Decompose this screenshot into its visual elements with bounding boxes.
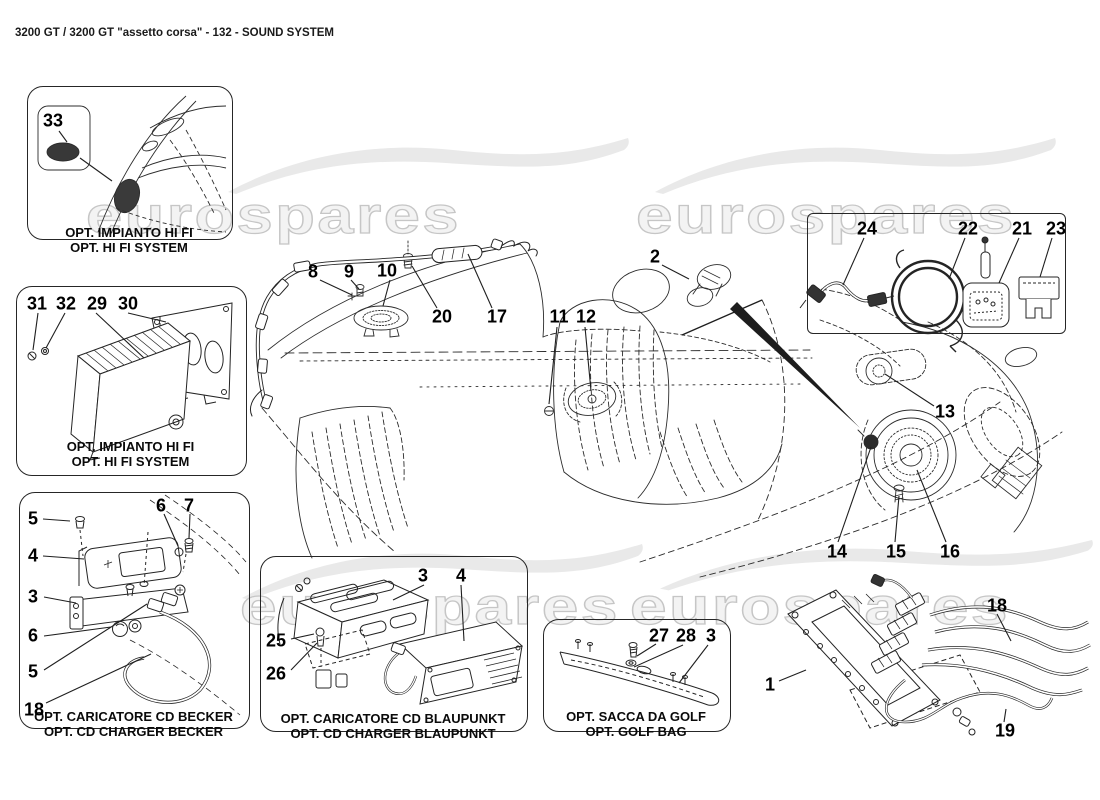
part-callout-19: 19 [994, 720, 1016, 741]
part-callout-7: 7 [183, 495, 195, 516]
part-callout-8: 8 [307, 261, 319, 282]
golf-bag-sketch [559, 639, 720, 706]
leader-lines [32, 130, 1053, 723]
part-callout-12: 12 [575, 306, 597, 327]
panel-caption: OPT. CARICATORE CD BLAUPUNKT OPT. CD CHA… [260, 711, 526, 742]
part-callout-30: 30 [117, 293, 139, 314]
caption-line-italian: OPT. CARICATORE CD BLAUPUNKT [280, 711, 506, 726]
part-callout-15: 15 [885, 541, 907, 562]
caption-line-english: OPT. HI FI SYSTEM [71, 453, 190, 469]
part-callout-28: 28 [675, 625, 697, 646]
part-callout-18: 18 [986, 595, 1008, 616]
part-callout-10: 10 [376, 260, 398, 281]
caption-line-english: OPT. GOLF BAG [585, 723, 687, 739]
caption-line-english: OPT. CD CHARGER BLAUPUNKT [290, 725, 496, 741]
caption-line-italian: OPT. IMPIANTO HI FI [65, 225, 193, 240]
panel-caption: OPT. IMPIANTO HI FI OPT. HI FI SYSTEM [16, 439, 245, 470]
part-callout-5: 5 [27, 508, 39, 529]
part-callout-3: 3 [417, 565, 429, 586]
part-callout-11: 11 [549, 306, 569, 327]
panel-caption: OPT. CARICATORE CD BECKER OPT. CD CHARGE… [19, 709, 248, 740]
cd-changer-becker-sketch [69, 494, 247, 716]
part-callout-23: 23 [1045, 218, 1067, 239]
part-callout-6: 6 [155, 495, 167, 516]
panel-caption: OPT. SACCA DA GOLF OPT. GOLF BAG [543, 709, 729, 740]
part-callout-22: 22 [957, 218, 979, 239]
eurospares-watermark: eurospares [86, 187, 461, 245]
panel-cd-becker [19, 492, 250, 729]
radio-unit-sketch [787, 573, 1091, 736]
part-callout-29: 29 [86, 293, 108, 314]
caption-line-english: OPT. HI FI SYSTEM [70, 239, 188, 255]
caption-line-english: OPT. CD CHARGER BECKER [43, 723, 224, 739]
part-callout-13: 13 [934, 401, 956, 422]
caption-line-italian: OPT. CARICATORE CD BECKER [34, 709, 233, 724]
part-callout-25: 25 [265, 630, 287, 651]
part-callout-16: 16 [939, 541, 961, 562]
part-callout-6: 6 [27, 625, 39, 646]
part-callout-4: 4 [27, 545, 39, 566]
panel-golf-bag [543, 619, 731, 732]
page-title: 3200 GT / 3200 GT "assetto corsa" - 132 … [15, 27, 334, 39]
part-callout-26: 26 [265, 663, 287, 684]
part-callout-9: 9 [343, 261, 355, 282]
part-callout-27: 27 [648, 625, 670, 646]
part-callout-2: 2 [649, 246, 661, 267]
part-callout-18: 18 [23, 699, 45, 720]
part-callout-33: 33 [42, 110, 64, 131]
part-callout-32: 32 [55, 293, 77, 314]
part-callout-1: 1 [764, 674, 776, 695]
eurospares-watermark: eurospares [636, 187, 1016, 245]
part-callout-14: 14 [826, 541, 848, 562]
panel-opt-hifi-door [27, 86, 233, 240]
panel-antenna-kit [807, 213, 1066, 334]
part-callout-3: 3 [27, 586, 39, 607]
car-interior-sketch [261, 240, 1063, 578]
part-callout-21: 21 [1011, 218, 1033, 239]
part-callout-17: 17 [486, 306, 508, 327]
part-callout-31: 31 [26, 293, 48, 314]
panel-cd-blaupunkt [260, 556, 528, 732]
caption-line-italian: OPT. IMPIANTO HI FI [66, 439, 195, 454]
antenna-cable-sketch [249, 238, 538, 417]
part-callout-3: 3 [705, 625, 717, 646]
part-callout-24: 24 [856, 218, 878, 239]
part-callout-20: 20 [431, 306, 453, 327]
part-callout-5: 5 [27, 661, 39, 682]
panel-opt-hifi-amp [16, 286, 247, 476]
panel-pointer-lines [681, 299, 860, 428]
panel-caption: OPT. IMPIANTO HI FI OPT. HI FI SYSTEM [27, 225, 231, 256]
door-panel-sketch [37, 95, 227, 237]
part-callout-4: 4 [455, 565, 467, 586]
caption-line-italian: OPT. SACCA DA GOLF [566, 709, 706, 724]
cd-changer-blaupunkt-sketch [277, 577, 524, 705]
